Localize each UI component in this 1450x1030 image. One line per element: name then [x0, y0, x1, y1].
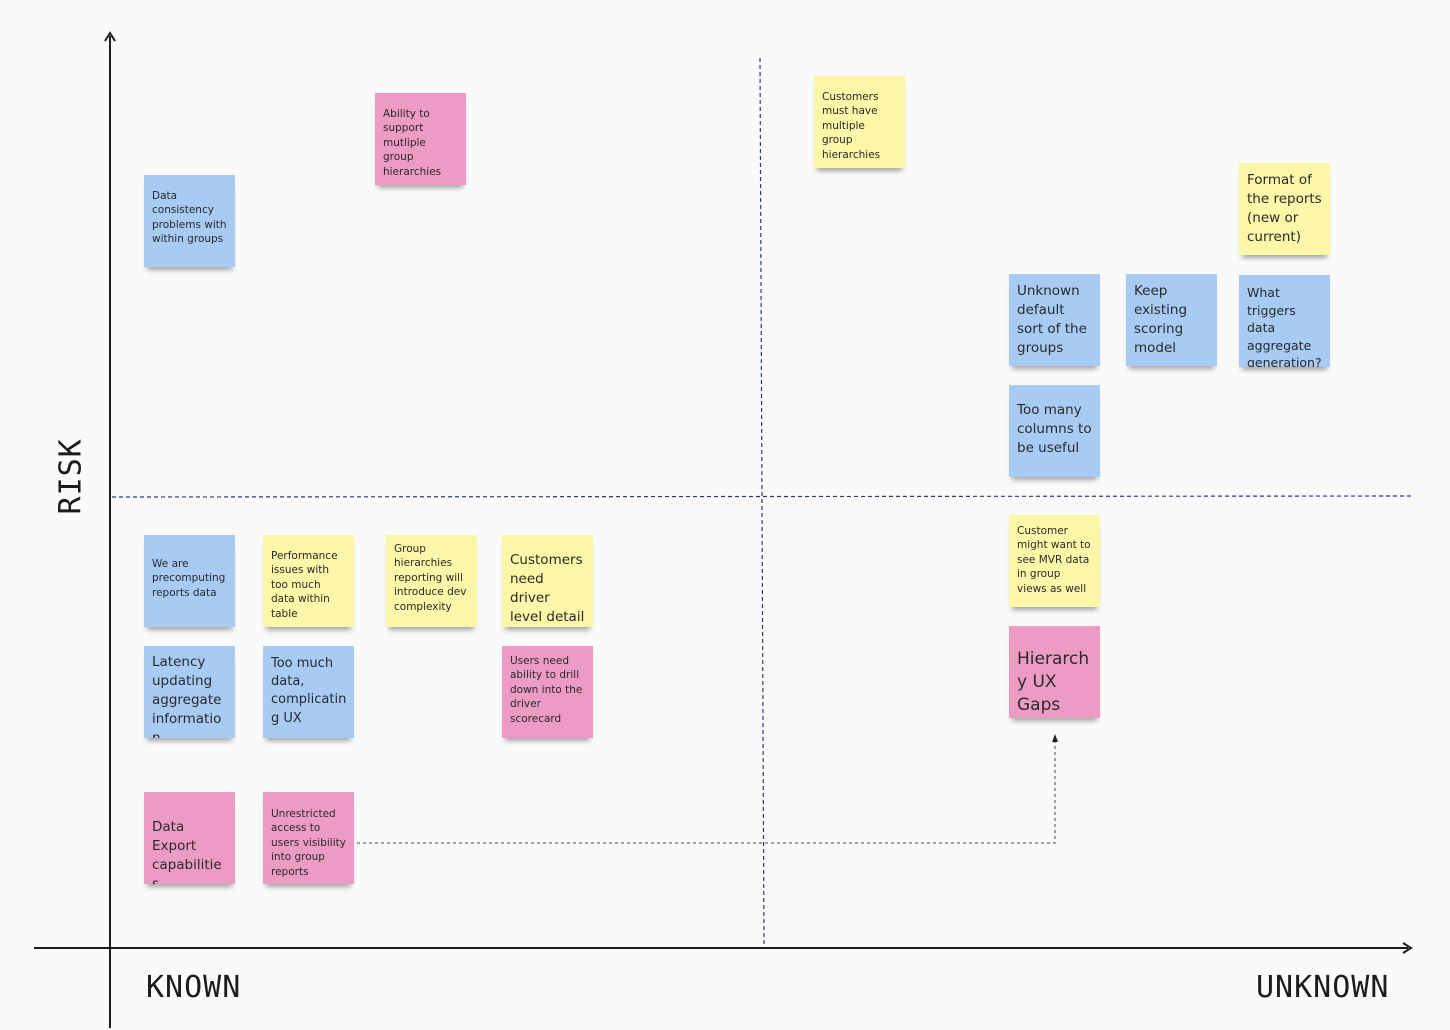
sticky-note-keep-scoring-model[interactable]: Keep existing scoring model: [1126, 274, 1217, 366]
x-axis-label-known: KNOWN: [146, 970, 242, 1005]
sticky-note-too-much-data-ux[interactable]: Too much data, complicating UX: [263, 646, 354, 738]
sticky-note-latency-aggregate[interactable]: Latency updating aggregate information: [144, 646, 235, 738]
y-axis-arrowhead: [104, 31, 116, 42]
sticky-note-performance-issues[interactable]: Performance issues with too much data wi…: [263, 535, 354, 627]
sticky-note-drill-down-scorecard[interactable]: Users need ability to drill down into th…: [502, 646, 593, 738]
sticky-note-what-triggers-aggregate[interactable]: What triggers data aggregate generation?: [1239, 275, 1330, 367]
x-axis-arrowhead: [1402, 942, 1413, 954]
y-axis-label: RISK: [53, 438, 89, 515]
connector-arrowhead: [1052, 734, 1058, 742]
sticky-note-customer-mvr-data[interactable]: Customer might want to see MVR data in g…: [1009, 515, 1100, 607]
x-axis-label-unknown: UNKNOWN: [1256, 970, 1390, 1005]
sticky-note-too-many-columns[interactable]: Too many columns to be useful: [1009, 385, 1100, 477]
sticky-note-group-hierarchies-complexity[interactable]: Group hierarchies reporting will introdu…: [386, 535, 477, 627]
sticky-note-unrestricted-access[interactable]: Unrestricted access to users visibility …: [263, 792, 354, 884]
sticky-note-data-consistency[interactable]: Data consistency problems with within gr…: [144, 175, 235, 267]
horizontal-divider: [111, 495, 1415, 498]
connector-line: [357, 742, 1056, 844]
sticky-note-customers-multiple-hierarchies[interactable]: Customers must have multiple group hiera…: [814, 76, 905, 168]
sticky-note-format-of-reports[interactable]: Format of the reports (new or current): [1239, 163, 1330, 255]
sticky-note-precomputing-reports[interactable]: We are precomputing reports data: [144, 535, 235, 627]
vertical-divider: [759, 57, 765, 947]
sticky-note-data-export[interactable]: Data Export capabilities: [144, 792, 235, 884]
sticky-note-unknown-default-sort[interactable]: Unknown default sort of the groups: [1009, 274, 1100, 366]
sticky-note-ability-multiple-hierarchies[interactable]: Ability to support mutliple group hierar…: [375, 93, 466, 185]
sticky-note-driver-level-detail[interactable]: Customers need driver level detail: [502, 535, 593, 627]
sticky-note-hierarchy-ux-gaps[interactable]: Hierarchy UX Gaps: [1009, 626, 1100, 718]
